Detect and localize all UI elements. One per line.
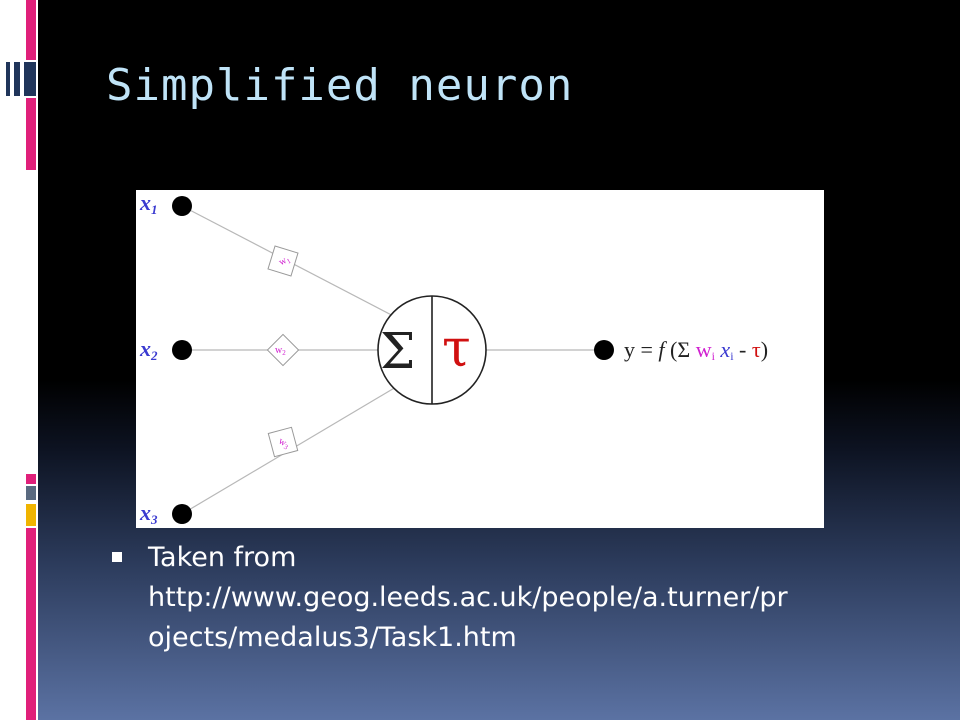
input-node-1 — [172, 196, 192, 216]
accent-stripe — [24, 62, 36, 96]
bullet-text: Taken from http://www.geog.leeds.ac.uk/p… — [148, 538, 878, 658]
input-label-3: x3 — [139, 500, 158, 527]
accent-bar — [26, 98, 36, 170]
bullet-line-url: http://www.geog.leeds.ac.uk/people/a.tur… — [148, 582, 788, 613]
output-formula: y = f (Σ wi xi - τ) — [624, 337, 768, 363]
slide-title: Simplified neuron — [106, 60, 574, 111]
weight-box-2: w2 — [266, 333, 300, 367]
bullet-line-url: ojects/medalus3/Task1.htm — [148, 622, 517, 653]
weight-box-3: w3 — [267, 426, 299, 458]
bullet-marker-icon — [112, 552, 122, 562]
input-node-3 — [172, 504, 192, 524]
input-node-2 — [172, 340, 192, 360]
input-label-1: x1 — [139, 190, 158, 217]
svg-text:w1: w1 — [277, 253, 293, 269]
accent-stripe — [14, 62, 20, 96]
neuron-diagram-svg: x1 x2 x3 w1 w2 w3 Σ τ y — [139, 190, 768, 527]
accent-bar — [26, 486, 36, 500]
input-label-2: x2 — [139, 336, 158, 363]
connection-line-3 — [181, 367, 429, 515]
weight-box-1: w1 — [267, 245, 299, 277]
accent-bar — [26, 474, 36, 484]
svg-text:w3: w3 — [276, 436, 292, 452]
accent-stripes — [0, 60, 38, 98]
accent-bar — [26, 0, 36, 60]
connection-line-1 — [181, 205, 429, 335]
bullet-line: Taken from — [148, 542, 297, 573]
svg-text:w2: w2 — [275, 345, 286, 357]
accent-stripe — [6, 62, 10, 96]
neuron-diagram: x1 x2 x3 w1 w2 w3 Σ τ y — [136, 190, 824, 528]
output-node — [594, 340, 614, 360]
accent-bar — [26, 528, 36, 720]
accent-bar — [26, 504, 36, 526]
threshold-symbol: τ — [442, 319, 471, 379]
sum-symbol: Σ — [380, 322, 415, 380]
